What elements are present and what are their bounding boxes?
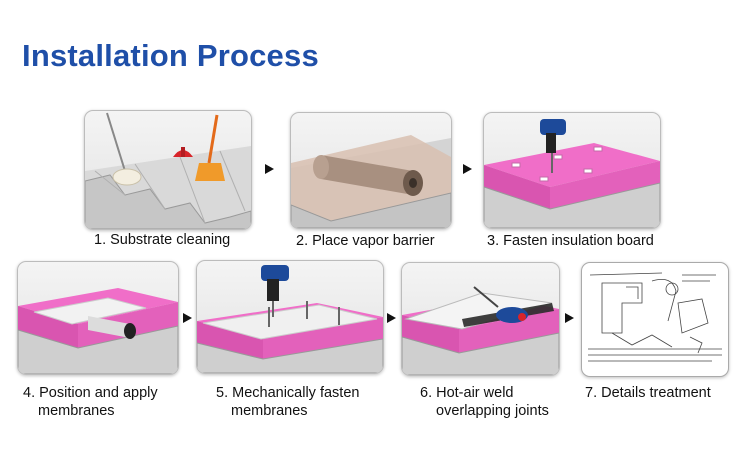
step-1-caption: 1. Substrate cleaning	[94, 232, 231, 248]
step-2-caption: 2. Place vapor barrier	[296, 233, 435, 249]
roll-icon	[313, 155, 423, 196]
step-3-image	[483, 112, 661, 229]
step-6-caption-line1: 6. Hot-air weld	[420, 385, 514, 401]
broom-icon	[195, 114, 225, 181]
arrow-icon	[265, 164, 274, 174]
arrow-icon	[565, 313, 574, 323]
step-4-caption-line2: membranes	[38, 403, 115, 419]
welder-icon	[473, 286, 528, 323]
step-7-image	[581, 262, 729, 377]
step-5-caption-line2: membranes	[231, 403, 308, 419]
arrow-icon	[387, 313, 396, 323]
step-5-image	[196, 260, 384, 374]
bucket-icon	[173, 147, 193, 157]
step-6-caption-line2: overlapping joints	[436, 403, 549, 419]
arrow-icon	[183, 313, 192, 323]
arrow-icon	[463, 164, 472, 174]
roll-icon	[88, 316, 136, 339]
drawing-icon	[588, 272, 722, 362]
step-6-image	[401, 262, 560, 376]
step-4-caption-line1: 4. Position and apply	[23, 385, 158, 401]
screw-icon	[268, 301, 340, 327]
step-3-caption: 3. Fasten insulation board	[487, 233, 654, 249]
drill-icon	[540, 119, 566, 173]
step-7-caption: 7. Details treatment	[585, 385, 711, 401]
drill-icon	[261, 265, 289, 317]
step-2-image	[290, 112, 452, 229]
step-1-image	[84, 110, 252, 230]
page-title: Installation Process	[22, 38, 319, 73]
step-5-caption-line1: 5. Mechanically fasten	[216, 385, 360, 401]
step-4-image	[17, 261, 179, 375]
mop-icon	[106, 112, 142, 186]
